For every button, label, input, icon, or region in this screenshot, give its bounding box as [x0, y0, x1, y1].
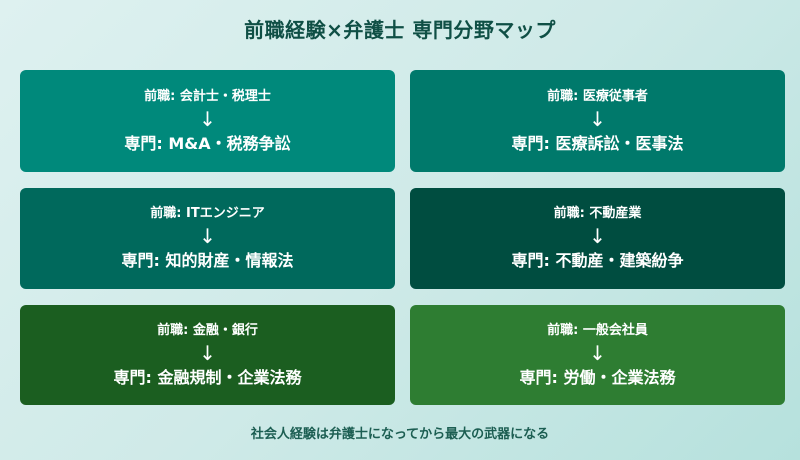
previous-career-label: 前職: 一般会社員 [547, 322, 648, 338]
arrow-down-icon: ↓ [199, 340, 216, 365]
specialty-label: 専門: M&A・税務争訟 [124, 133, 291, 153]
previous-career-label: 前職: ITエンジニア [150, 206, 265, 221]
specialty-label: 専門: 知的財産・情報法 [121, 251, 294, 270]
specialty-label: 専門: 不動産・建築紛争 [511, 251, 684, 270]
arrow-down-icon: ↓ [199, 106, 216, 131]
previous-career-label: 前職: 医療従事者 [547, 88, 648, 104]
card-it-engineer: 前職: ITエンジニア ↓ 専門: 知的財産・情報法 [20, 188, 395, 289]
career-specialty-grid: 前職: 会計士・税理士 ↓ 専門: M&A・税務争訟 前職: 医療従事者 ↓ 専… [20, 70, 785, 405]
card-accountant: 前職: 会計士・税理士 ↓ 専門: M&A・税務争訟 [20, 70, 395, 172]
specialty-label: 専門: 金融規制・企業法務 [113, 367, 302, 387]
previous-career-label: 前職: 不動産業 [553, 206, 642, 221]
specialty-label: 専門: 労働・企業法務 [519, 367, 676, 387]
arrow-down-icon: ↓ [199, 224, 216, 248]
arrow-down-icon: ↓ [589, 340, 606, 365]
specialty-label: 専門: 医療訴訟・医事法 [511, 133, 684, 153]
previous-career-label: 前職: 金融・銀行 [157, 322, 258, 338]
card-medical: 前職: 医療従事者 ↓ 専門: 医療訴訟・医事法 [410, 70, 785, 172]
arrow-down-icon: ↓ [589, 224, 606, 248]
card-real-estate: 前職: 不動産業 ↓ 専門: 不動産・建築紛争 [410, 188, 785, 289]
footer-caption: 社会人経験は弁護士になってから最大の武器になる [250, 427, 550, 442]
diagram-title: 前職経験×弁護士 専門分野マップ [244, 18, 556, 42]
arrow-down-icon: ↓ [589, 106, 606, 131]
previous-career-label: 前職: 会計士・税理士 [144, 88, 271, 104]
card-office-worker: 前職: 一般会社員 ↓ 専門: 労働・企業法務 [410, 305, 785, 405]
card-finance: 前職: 金融・銀行 ↓ 専門: 金融規制・企業法務 [20, 305, 395, 405]
